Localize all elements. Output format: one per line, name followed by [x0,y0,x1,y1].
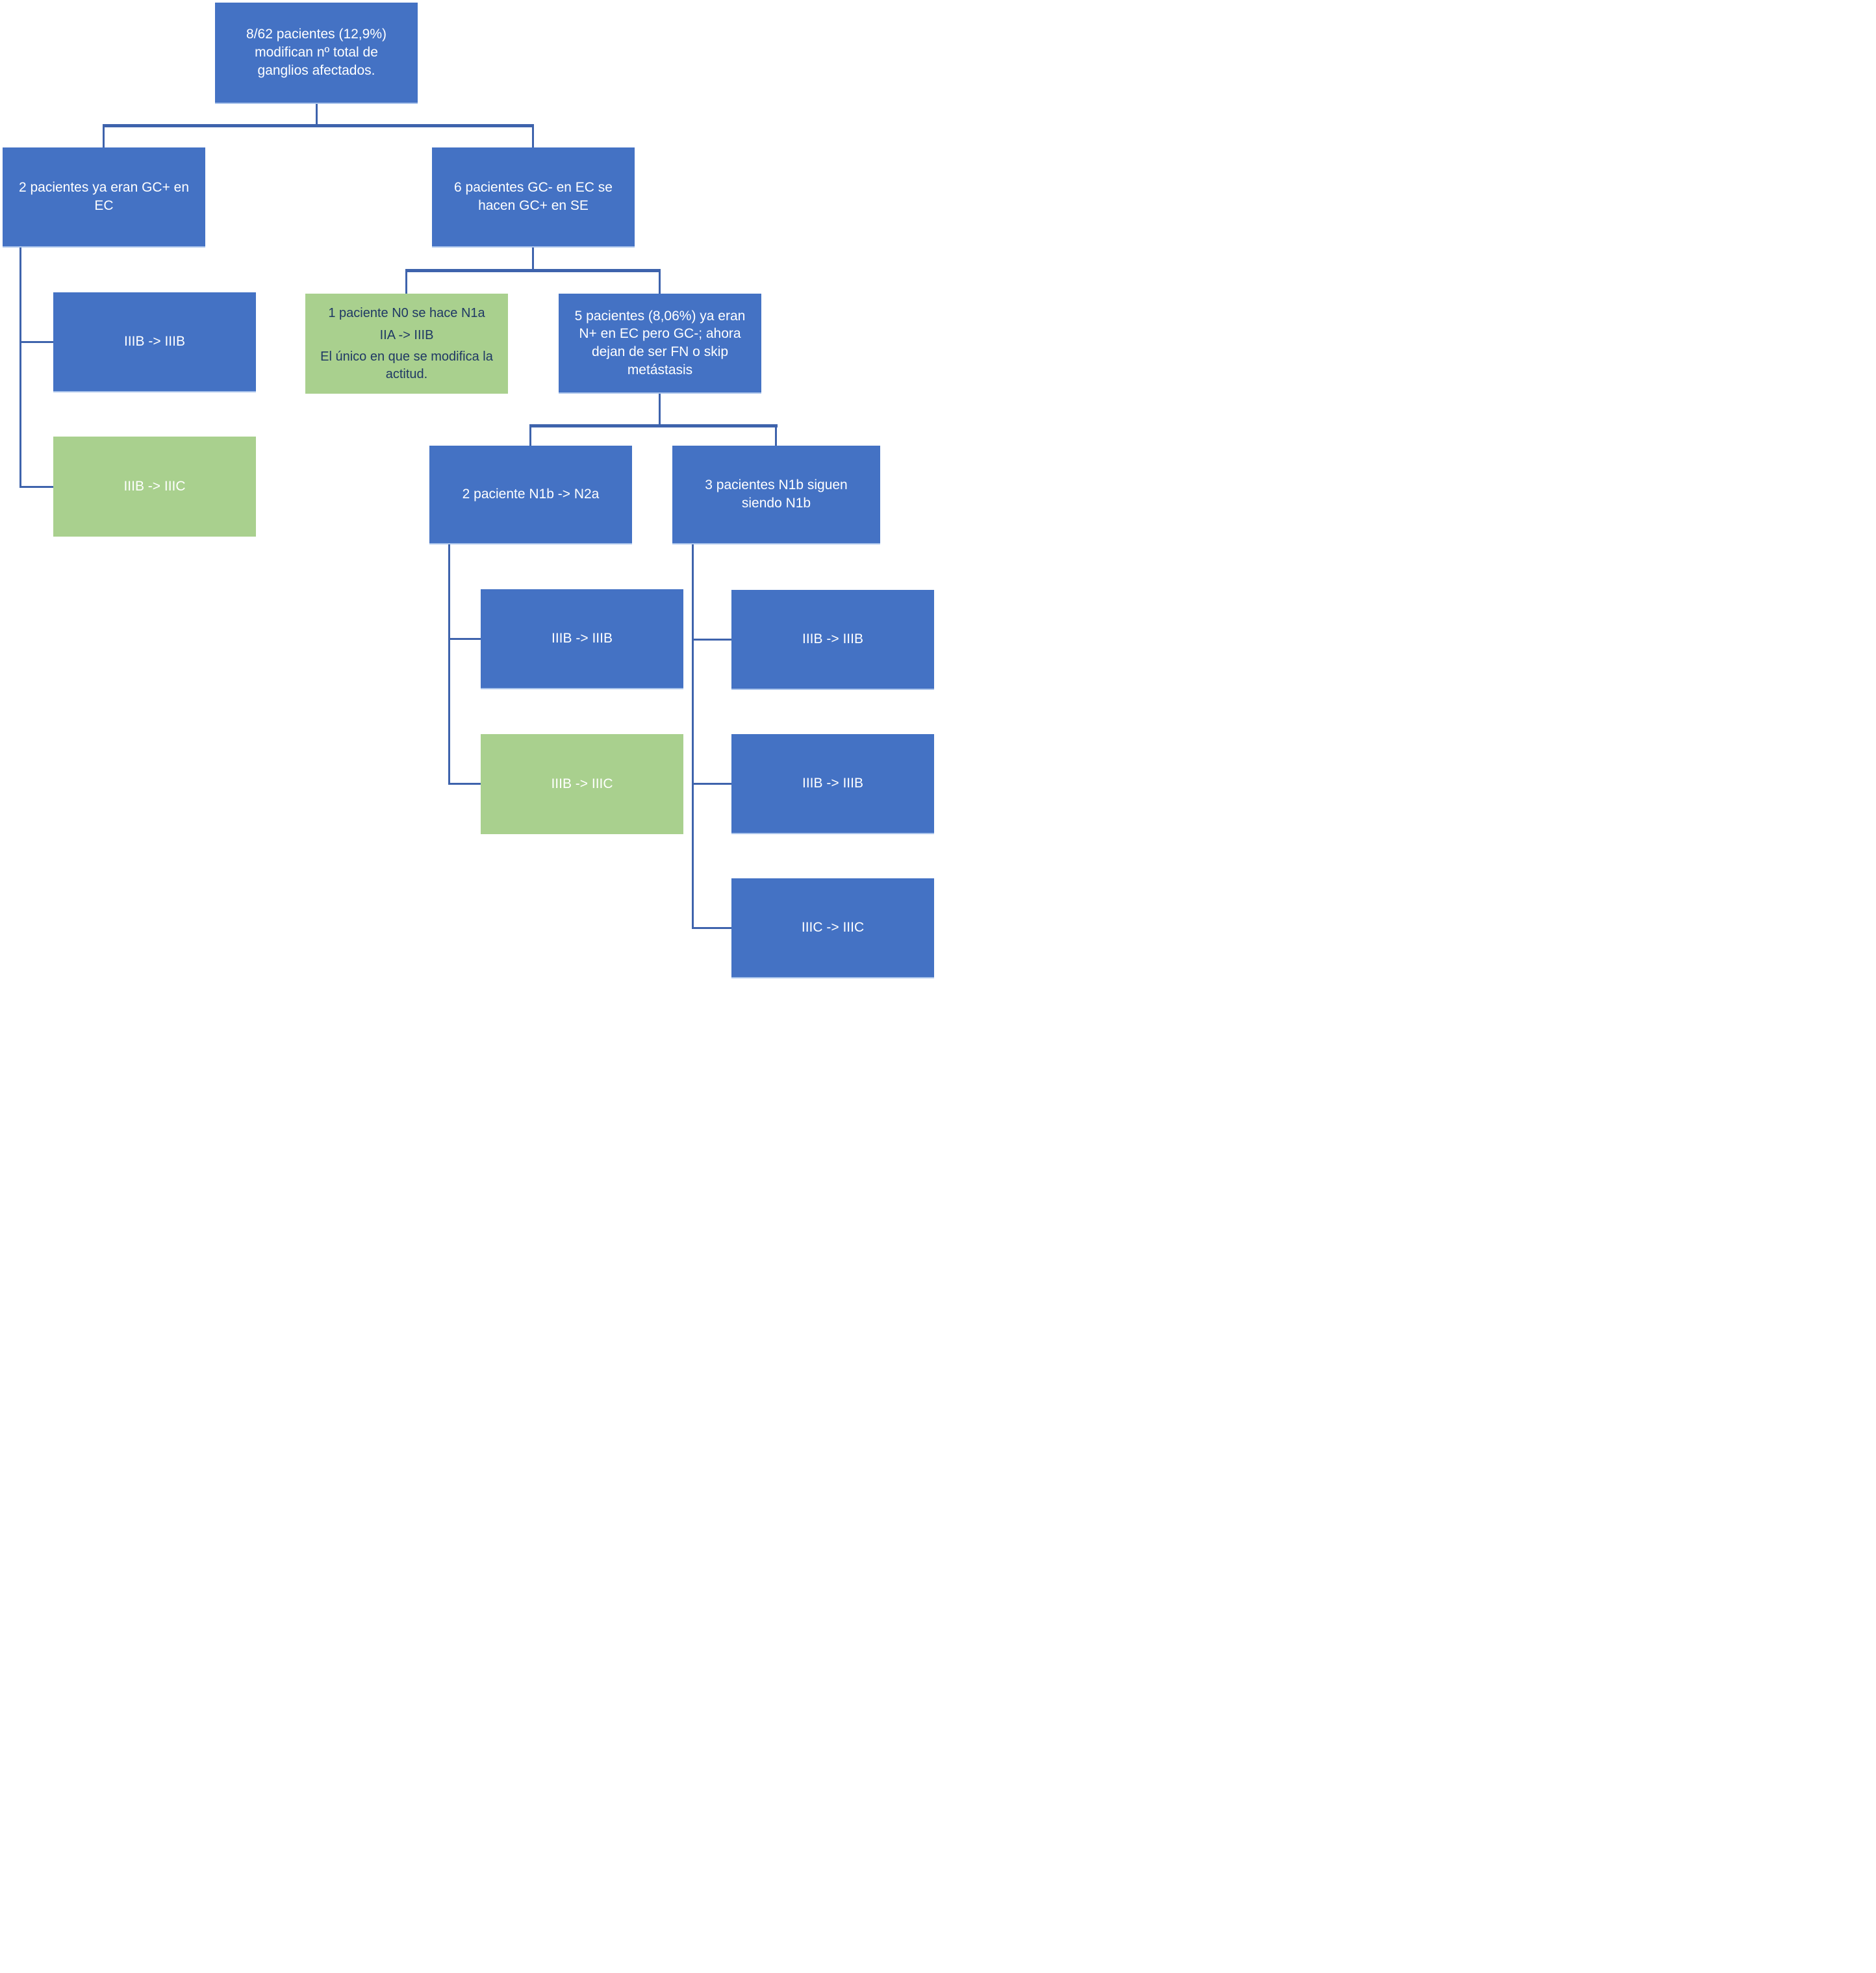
node-root-label: 8/62 pacientes (12,9%) modifican nº tota… [246,27,387,78]
stage-label: IIIB -> IIIB [802,776,863,791]
node-n1b-n2a-child-iiib-iiib: IIIB -> IIIB [481,589,683,689]
stage-label: IIIB -> IIIB [124,334,185,350]
connector-root-right-drop [532,124,534,148]
node-root: 8/62 pacientes (12,9%) modifican nº tota… [215,3,418,104]
node-n1b-to-n2a-label: 2 paciente N1b -> N2a [462,487,600,502]
node-gc-negative-label: 6 pacientes GC- en EC se hacen GC+ en SE [454,180,613,213]
connector-n1bsame-trunk [692,544,694,929]
connector-n1bsame-stub2 [692,783,731,785]
node-gc-positive: 2 pacientes ya eran GC+ en EC [3,147,205,248]
connector-gcpos-stub1 [19,341,53,343]
connector-root-bar [103,124,534,127]
connector-five-left-drop [529,424,531,446]
node-n1b-n2a-child-iiib-iiic: IIIB -> IIIC [481,734,683,834]
node-n1b-same-child1-iiib-iiib: IIIB -> IIIB [731,590,934,690]
connector-five-bar [529,424,778,427]
connector-root-left-drop [103,124,105,148]
connector-n1bn2a-trunk [448,544,450,785]
connector-gcpos-stub2 [19,486,53,488]
connector-gcneg-right-drop [659,269,661,294]
node-n1b-same-child2-iiib-iiib: IIIB -> IIIB [731,734,934,834]
node-gc-positive-label: 2 pacientes ya eran GC+ en EC [18,180,190,213]
node-n1b-stay-n1b: 3 pacientes N1b siguen siendo N1b [672,446,880,544]
connector-gcneg-left-drop [405,269,407,294]
connector-n1bn2a-stub1 [448,638,481,640]
connector-n1bsame-stub1 [692,639,731,641]
connector-root-stem [316,104,318,126]
stage-label: IIIB -> IIIB [551,631,613,646]
node-n0-line2: IIA -> IIIB [379,327,434,342]
node-n0-line1: 1 paciente N0 se hace N1a [328,306,485,321]
flowchart-canvas: 8/62 pacientes (12,9%) modifican nº tota… [0,0,938,987]
node-n1b-stay-label: 3 pacientes N1b siguen siendo N1b [705,477,848,511]
connector-n1bsame-stub3 [692,927,731,929]
node-five-label: 5 pacientes (8,06%) ya eran N+ en EC per… [574,308,746,377]
node-five-patients-fn-skip: 5 pacientes (8,06%) ya eran N+ en EC per… [559,294,761,394]
connector-five-right-drop [775,424,777,446]
node-n0-line3: El único en que se modifica la actitud. [320,350,493,381]
stage-label: IIIC -> IIIC [801,920,865,936]
node-n1b-same-child3-iiic-iiic: IIIC -> IIIC [731,878,934,978]
node-gc-positive-child-iiib-iiib: IIIB -> IIIB [53,292,256,392]
connector-n1bn2a-stub2 [448,783,481,785]
connector-gcneg-bar [405,269,661,272]
stage-label: IIIB -> IIIC [551,776,613,792]
connector-gcneg-stem [532,248,534,271]
stage-label: IIIB -> IIIC [123,479,186,494]
node-n0-to-n1a: 1 paciente N0 se hace N1a IIA -> IIIB El… [305,294,508,394]
node-gc-positive-child-iiib-iiic: IIIB -> IIIC [53,437,256,537]
node-n1b-to-n2a: 2 paciente N1b -> N2a [429,446,632,544]
stage-label: IIIB -> IIIB [802,631,863,647]
connector-five-stem [659,394,661,426]
node-gc-negative: 6 pacientes GC- en EC se hacen GC+ en SE [432,147,635,248]
connector-gcpos-trunk [19,248,21,488]
